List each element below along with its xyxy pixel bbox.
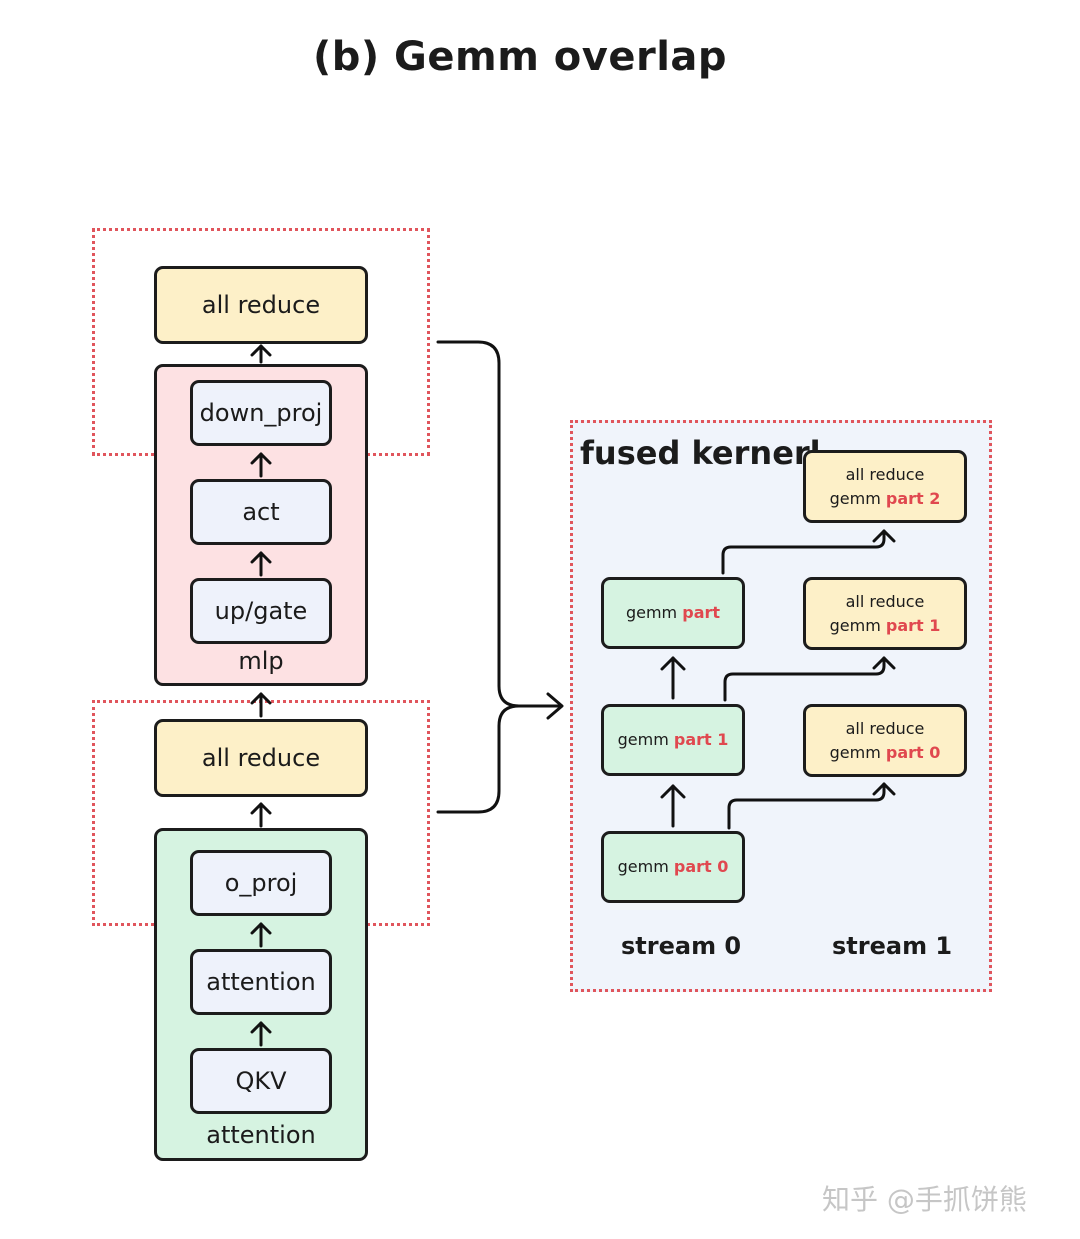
stream0-gemm-part0-text: gemm part 0 xyxy=(617,857,729,877)
attention-box: attention xyxy=(190,949,332,1015)
stream1-allreduce-part1-line1: all reduce xyxy=(845,592,925,612)
brace-arrowhead xyxy=(546,692,564,720)
fused-kernel-title: fused kernerl xyxy=(580,434,821,472)
stream0-gemm-part-box: gemm part xyxy=(601,577,745,649)
arrow-mlp-to-allreduce xyxy=(250,344,272,364)
mlp-label: mlp xyxy=(238,647,284,675)
act-box: act xyxy=(190,479,332,545)
brace-top xyxy=(436,340,562,708)
down-proj-box: down_proj xyxy=(190,380,332,446)
o-proj-box: o_proj xyxy=(190,850,332,916)
stream1-allreduce-part0-line2: gemm part 0 xyxy=(829,742,941,762)
arrow-act-to-downproj xyxy=(250,452,272,478)
stream1-allreduce-part0-line1: all reduce xyxy=(845,719,925,739)
brace-bottom xyxy=(436,704,521,814)
arrow-part1-to-allreduce1 xyxy=(723,656,896,702)
arrow-part1-to-part xyxy=(660,656,686,700)
qkv-box: QKV xyxy=(190,1048,332,1114)
stream1-allreduce-part1-box: all reduce gemm part 1 xyxy=(803,577,967,650)
arrow-part-to-allreduce2 xyxy=(721,529,896,575)
attention-all-reduce-box: all reduce xyxy=(154,719,368,797)
watermark: 知乎 @手抓饼熊 xyxy=(822,1183,1027,1216)
stream0-label: stream 0 xyxy=(621,932,742,960)
stream1-allreduce-part2-line1: all reduce xyxy=(845,465,925,485)
arrow-part0-to-allreduce0 xyxy=(727,782,896,830)
stream0-gemm-part1-box: gemm part 1 xyxy=(601,704,745,776)
stream0-gemm-part-text: gemm part xyxy=(625,603,721,623)
arrow-part0-to-part1 xyxy=(660,784,686,828)
mlp-all-reduce-box: all reduce xyxy=(154,266,368,344)
stream1-allreduce-part0-box: all reduce gemm part 0 xyxy=(803,704,967,777)
stream0-gemm-part0-box: gemm part 0 xyxy=(601,831,745,903)
stream1-allreduce-part1-line2: gemm part 1 xyxy=(829,615,941,635)
arrow-allreduce-to-mlp xyxy=(250,692,272,718)
arrow-upgate-to-act xyxy=(250,551,272,577)
attention-label: attention xyxy=(206,1121,316,1149)
arrow-qkv-to-attention xyxy=(250,1021,272,1047)
arrow-attention-to-oproj xyxy=(250,922,272,948)
stream0-gemm-part1-text: gemm part 1 xyxy=(617,730,729,750)
stream1-label: stream 1 xyxy=(832,932,953,960)
stream1-allreduce-part2-line2: gemm part 2 xyxy=(829,488,941,508)
arrow-attention-to-allreduce xyxy=(250,802,272,828)
stream1-allreduce-part2-box: all reduce gemm part 2 xyxy=(803,450,967,523)
figure-title: (b) Gemm overlap xyxy=(312,34,728,80)
up-gate-box: up/gate xyxy=(190,578,332,644)
